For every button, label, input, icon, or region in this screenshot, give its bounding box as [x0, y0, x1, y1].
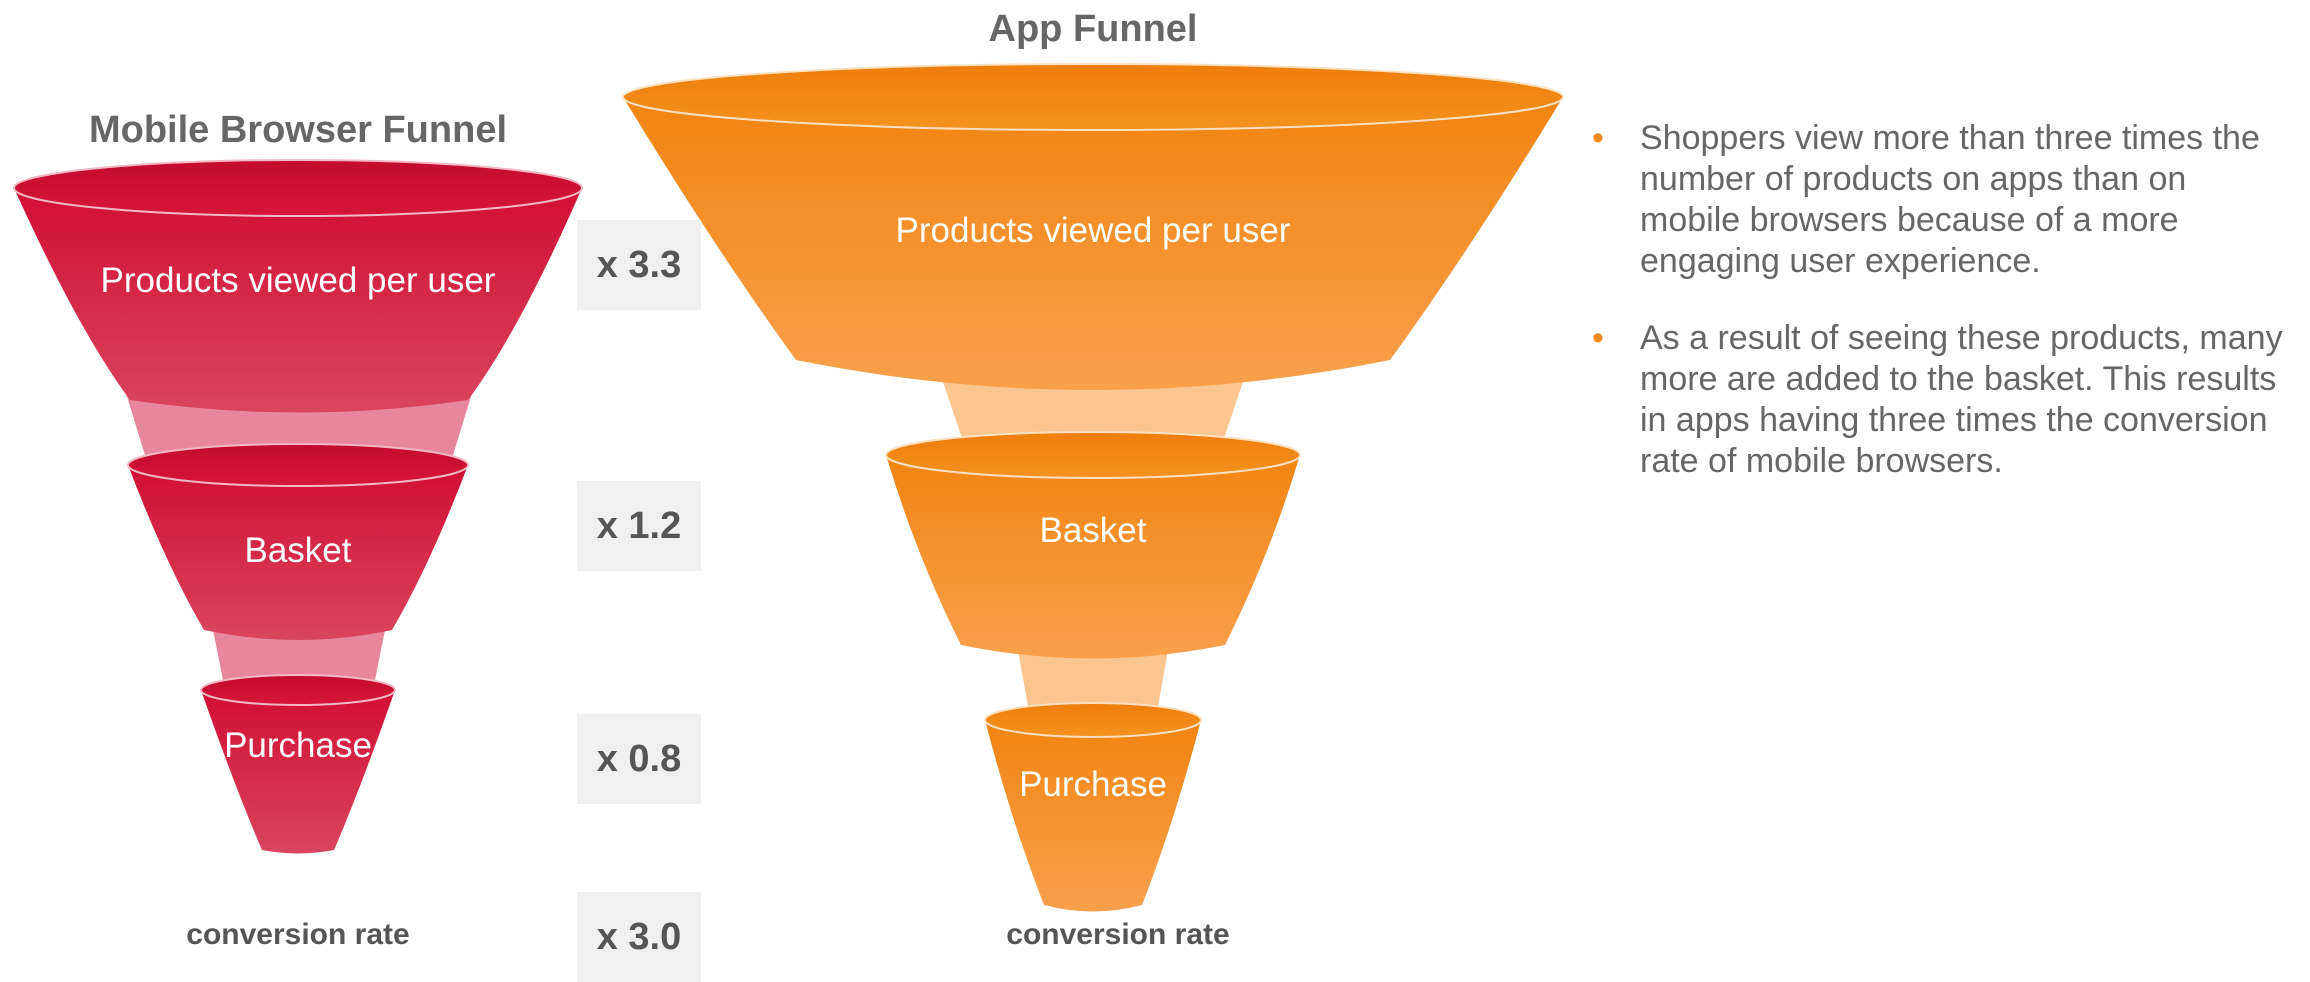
commentary-list: • Shoppers view more than three times th…: [1590, 118, 2290, 518]
mobile-connector-2: [212, 625, 386, 690]
multiplier-products: x 3.3: [577, 220, 701, 310]
commentary-bullet: • As a result of seeing these products, …: [1590, 318, 2290, 482]
app-stage-basket: Basket: [885, 431, 1301, 659]
mobile-stage-basket-label: Basket: [245, 531, 352, 570]
mobile-stage-basket: Basket: [127, 443, 469, 640]
multiplier-conversion: x 3.0: [577, 892, 701, 982]
bullet-marker: •: [1592, 319, 1604, 357]
multiplier-purchase: x 0.8: [577, 714, 701, 804]
app-connector-2: [1018, 650, 1168, 712]
mobile-conversion-label: conversion rate: [186, 918, 409, 951]
commentary-text: Shoppers view more than three times the …: [1640, 119, 2260, 280]
app-stage-basket-label: Basket: [1040, 511, 1147, 550]
app-stage-purchase: Purchase: [984, 702, 1202, 912]
mobile-stage-products-label: Products viewed per user: [101, 261, 496, 300]
app-conversion-label: conversion rate: [1006, 918, 1229, 951]
mobile-funnel-title: Mobile Browser Funnel: [89, 109, 507, 151]
commentary-bullet: • Shoppers view more than three times th…: [1590, 118, 2290, 282]
mobile-stage-purchase-label: Purchase: [224, 726, 372, 765]
mobile-stage-purchase: Purchase: [200, 674, 396, 854]
multiplier-basket: x 1.2: [577, 481, 701, 571]
app-funnel-title: App Funnel: [989, 8, 1198, 50]
app-stage-purchase-label: Purchase: [1019, 765, 1167, 804]
app-stage-products-label: Products viewed per user: [896, 211, 1291, 250]
app-stage-products: Products viewed per user: [622, 63, 1564, 390]
commentary-text: As a result of seeing these products, ma…: [1640, 319, 2283, 480]
mobile-stage-products: Products viewed per user: [13, 159, 583, 413]
bullet-marker: •: [1592, 119, 1604, 157]
